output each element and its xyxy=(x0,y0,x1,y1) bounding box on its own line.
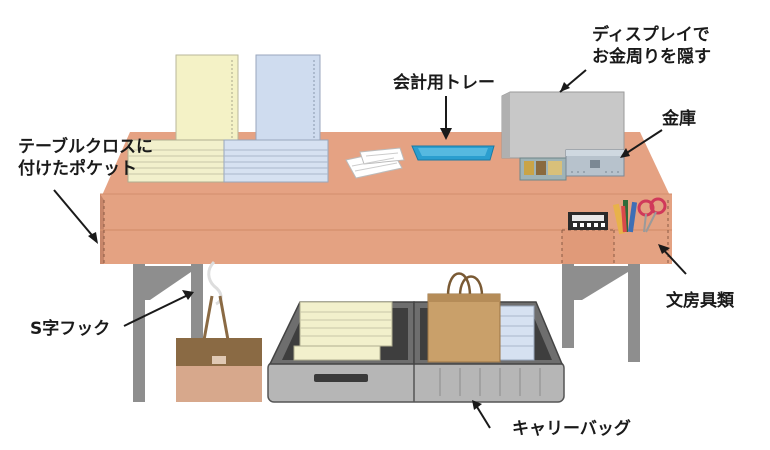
label-pocket: テーブルクロスに 付けたポケット xyxy=(18,136,153,180)
table-leg-left xyxy=(133,262,145,402)
carry-bag xyxy=(267,272,565,403)
label-carry-bag: キャリーバッグ xyxy=(512,419,631,439)
arrow-safe xyxy=(621,129,663,157)
calculator xyxy=(568,212,608,230)
label-stationery: 文房具類 xyxy=(666,291,734,311)
table-brace-right xyxy=(574,266,628,300)
display-box xyxy=(501,91,625,159)
blue-paper-board xyxy=(255,54,321,144)
tablecloth-front xyxy=(100,194,672,264)
blue-paper-stack xyxy=(223,139,329,183)
yellow-paper-set xyxy=(127,54,239,183)
label-display-line2: お金周りを隠す xyxy=(592,47,711,67)
arrow-pocket xyxy=(53,189,97,241)
label-tray: 会計用トレー xyxy=(393,73,495,93)
table-leg-right xyxy=(628,262,640,362)
blue-paper-set xyxy=(223,54,329,183)
payment-tray xyxy=(411,145,495,161)
yellow-paper-board xyxy=(175,54,239,144)
loose-papers xyxy=(345,147,405,179)
label-hook: S字フック xyxy=(30,319,111,339)
label-display-line1: ディスプレイで xyxy=(592,25,710,45)
label-pocket-line1: テーブルクロスに xyxy=(18,137,153,157)
cash-box xyxy=(565,149,625,177)
stationery-items xyxy=(612,197,667,235)
kraft-bag xyxy=(427,272,501,363)
hanging-bag xyxy=(176,260,262,402)
coin-tray xyxy=(519,157,567,181)
table-leg-right-inner xyxy=(562,262,574,348)
arrow-hook xyxy=(123,293,191,327)
label-pocket-line2: 付けたポケット xyxy=(18,159,137,179)
tablecloth-pocket xyxy=(561,228,615,264)
label-display: ディスプレイで お金周りを隠す xyxy=(592,24,711,68)
table-brace-left xyxy=(145,266,191,300)
label-safe: 金庫 xyxy=(662,109,696,129)
